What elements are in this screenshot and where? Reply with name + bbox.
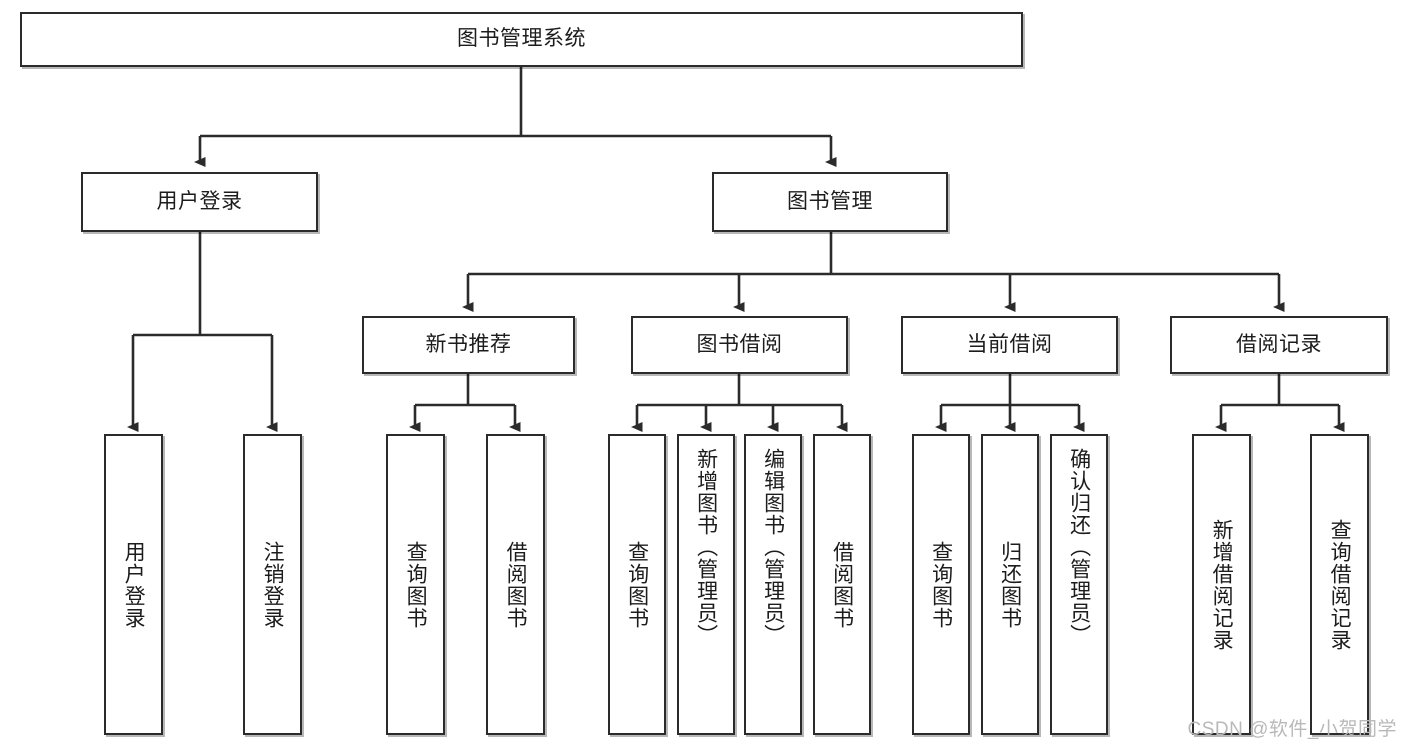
leaf-borrow-book-new[interactable]: 借阅图书 <box>486 434 545 735</box>
leaf-logout[interactable]: 注销登录 <box>243 434 302 735</box>
node-new-book-recommend[interactable]: 新书推荐 <box>362 316 575 374</box>
node-label: 图书借阅 <box>696 332 783 356</box>
node-label: 查询图书 <box>929 540 953 629</box>
node-label: 图书管理 <box>787 189 873 213</box>
leaf-query-borrow-record[interactable]: 查询借阅记录 <box>1310 434 1369 735</box>
node-label: 确认归还（管理员） <box>1067 448 1091 646</box>
node-label: 借阅图书 <box>830 540 854 629</box>
node-label: 新增借阅记录 <box>1210 518 1234 651</box>
node-label: 借阅记录 <box>1236 332 1322 356</box>
node-label: 借阅图书 <box>504 540 528 629</box>
node-label: 新增图书（管理员） <box>694 448 718 646</box>
node-label: 新书推荐 <box>425 332 512 356</box>
node-label: 用户登录 <box>156 189 243 213</box>
leaf-return-book[interactable]: 归还图书 <box>981 434 1039 735</box>
node-label: 注销登录 <box>261 540 285 629</box>
node-label: 查询借阅记录 <box>1328 518 1352 651</box>
node-root-system[interactable]: 图书管理系统 <box>20 12 1023 67</box>
node-label: 归还图书 <box>998 540 1022 629</box>
node-book-management[interactable]: 图书管理 <box>712 172 948 232</box>
node-label: 当前借阅 <box>966 332 1053 356</box>
node-label: 查询图书 <box>625 540 649 629</box>
leaf-borrow-book[interactable]: 借阅图书 <box>813 434 871 735</box>
leaf-add-borrow-record[interactable]: 新增借阅记录 <box>1192 434 1251 735</box>
leaf-query-book-new[interactable]: 查询图书 <box>386 434 445 735</box>
node-label: 用户登录 <box>122 540 146 629</box>
leaf-user-login[interactable]: 用户登录 <box>104 434 163 735</box>
leaf-query-book-borrow[interactable]: 查询图书 <box>608 434 666 735</box>
node-borrow-record[interactable]: 借阅记录 <box>1170 316 1388 374</box>
leaf-add-book-admin[interactable]: 新增图书（管理员） <box>677 434 735 735</box>
node-label: 查询图书 <box>404 540 428 629</box>
node-user-login[interactable]: 用户登录 <box>81 172 318 232</box>
node-book-borrow[interactable]: 图书借阅 <box>631 316 848 374</box>
watermark: CSDN @软件_小贺同学 <box>1187 719 1397 740</box>
leaf-edit-book-admin[interactable]: 编辑图书（管理员） <box>744 434 802 735</box>
leaf-confirm-return-admin[interactable]: 确认归还（管理员） <box>1050 434 1108 735</box>
leaf-query-book-current[interactable]: 查询图书 <box>912 434 970 735</box>
node-current-borrow[interactable]: 当前借阅 <box>901 316 1118 374</box>
node-label: 编辑图书（管理员） <box>761 448 785 646</box>
node-label: 图书管理系统 <box>457 27 586 51</box>
